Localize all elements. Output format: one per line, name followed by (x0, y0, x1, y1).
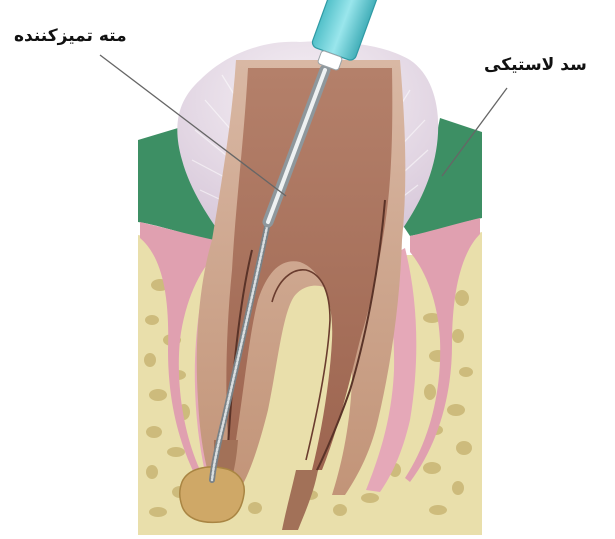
endodontic-file-label: مته تمیزکننده (14, 26, 127, 46)
rubber-dam-label: سد لاستیکی (484, 55, 587, 75)
